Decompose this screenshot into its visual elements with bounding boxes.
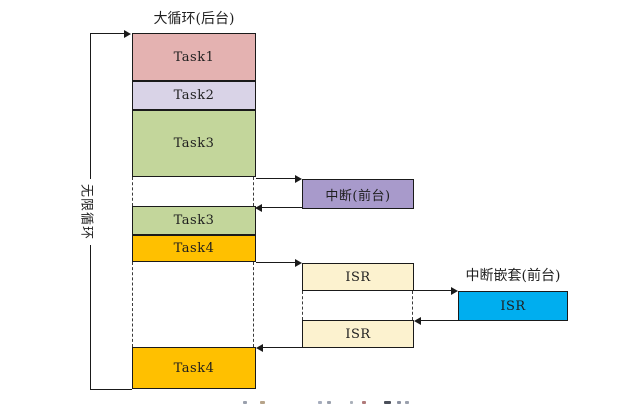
caption-fragment-mark (327, 401, 331, 404)
caption-fragment-mark (397, 401, 401, 404)
suspended-gap-isr (132, 262, 254, 347)
nested-interrupt-label: 中断嵌套(前台) (465, 268, 561, 284)
caption-fragment-mark (384, 401, 391, 404)
arrow-task4-to-isr (256, 259, 302, 267)
isr-suspended-gap (302, 291, 413, 320)
caption-fragment-mark (318, 401, 322, 404)
infinite-loop-label: 无限循环 (78, 178, 98, 246)
loop-bottom-line (90, 389, 132, 390)
suspended-gap-interrupt (132, 177, 254, 206)
arrow-isr-to-nested-isr (302, 287, 458, 295)
caption-fragment-mark (362, 401, 366, 404)
arrow-nested-isr-return (414, 317, 458, 325)
background-loop-title: 大循环(后台) (153, 11, 235, 27)
arrow-task3-to-interrupt (256, 175, 302, 183)
isr-box-first: ISR (302, 263, 414, 291)
caption-fragment-mark (260, 401, 265, 404)
task-box-task1: Task1 (132, 33, 256, 81)
interrupt-box: 中断(前台) (302, 179, 414, 209)
task-box-task4-resumed: Task4 (132, 347, 256, 389)
caption-fragment-mark (405, 401, 409, 404)
task-box-task3-resumed: Task3 (132, 206, 256, 235)
arrow-isr-return-to-task4 (256, 344, 413, 352)
loop-entry-arrow (90, 30, 131, 38)
caption-fragment-mark (350, 401, 353, 404)
task-box-task4: Task4 (132, 235, 256, 262)
nested-isr-box: ISR (458, 291, 568, 321)
caption-fragment-mark (243, 401, 247, 404)
task-box-task3: Task3 (132, 110, 256, 177)
arrow-interrupt-return (255, 204, 302, 212)
task-box-task2: Task2 (132, 81, 256, 110)
isr-box-resumed: ISR (302, 320, 414, 348)
